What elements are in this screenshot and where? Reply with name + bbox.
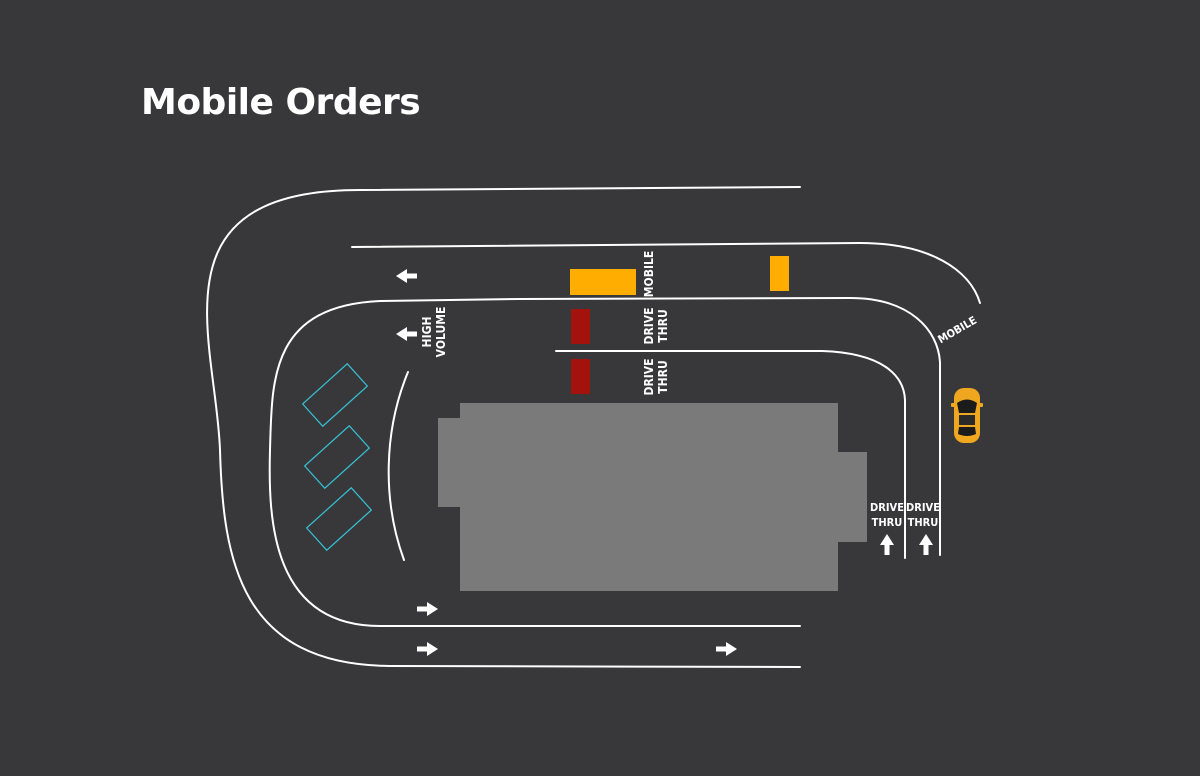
high-volume-curb [387, 371, 409, 561]
drive-thru-label-3-line2: THRU [872, 516, 903, 529]
high-volume-label-line1: HIGH [420, 317, 434, 348]
drive-thru-marker [571, 309, 590, 344]
arrow-icon [919, 534, 933, 555]
inner-lane-line [268, 298, 801, 627]
arrow-icon [880, 534, 894, 555]
drive-thru-label-1-line2: THRU [656, 309, 670, 342]
arrow-icon [417, 602, 438, 616]
parking-space [301, 362, 369, 428]
arrow-icon [396, 269, 417, 283]
car-icon [951, 388, 983, 443]
parking-spaces [301, 362, 373, 552]
drive-thru-label-2-line2: THRU [656, 360, 670, 393]
mobile-pickup-marker [570, 269, 636, 295]
arrow-icon [396, 327, 417, 341]
outer-lane-line [206, 186, 801, 668]
mobile-drivethru-separator [519, 296, 941, 556]
mobile-pickup-marker-right [770, 256, 789, 291]
lane-lines [206, 186, 981, 668]
mobile-top-label: MOBILE [642, 251, 656, 297]
building [438, 403, 867, 591]
drive-thru-label-4-line2: THRU [908, 516, 939, 529]
drivethru-lane-separator [555, 350, 906, 559]
drive-thru-label-4-line1: DRIVE [906, 501, 940, 514]
parking-space [305, 486, 373, 552]
arrow-icon [716, 642, 737, 656]
drive-thru-label-3-line1: DRIVE [870, 501, 904, 514]
parking-space [303, 424, 371, 490]
drive-thru-label-1-line1: DRIVE [642, 307, 656, 344]
high-volume-label-line2: VOLUME [434, 307, 448, 358]
page-title: Mobile Orders [141, 82, 421, 123]
lane-labels: MOBILE HIGH VOLUME DRIVE THRU DRIVE THRU… [420, 251, 979, 529]
drive-thru-marker [571, 359, 590, 394]
mobile-entrance-label: MOBILE [936, 314, 980, 347]
drive-thru-label-2-line1: DRIVE [642, 358, 656, 395]
arrow-icon [417, 642, 438, 656]
mobile-lane-top-line [351, 241, 981, 304]
